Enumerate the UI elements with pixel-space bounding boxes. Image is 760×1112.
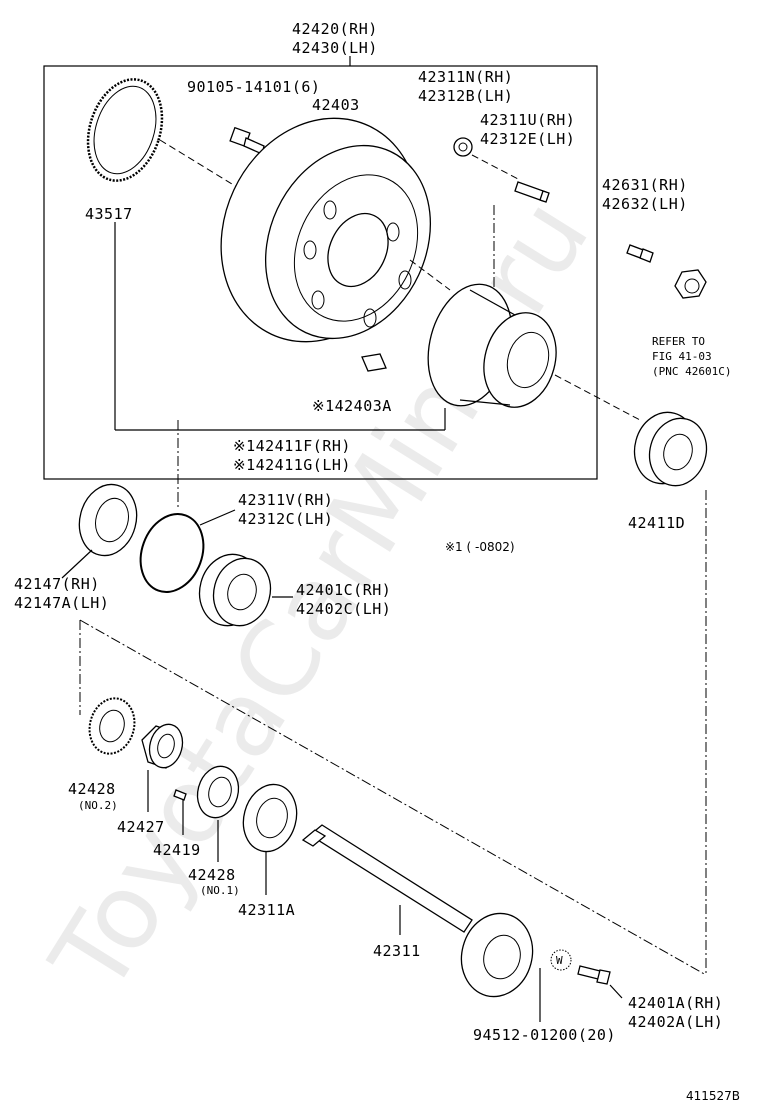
label-assy-lh: 42430(LH) xyxy=(292,39,378,57)
bearing-42411d xyxy=(633,411,708,487)
label-axle-lh: 42402A(LH) xyxy=(628,1013,723,1031)
label-note: ※1 ( -0802) xyxy=(445,540,515,554)
drum-bolt xyxy=(229,126,265,155)
label-shaft-bolt: 94512-01200(20) xyxy=(473,1026,616,1044)
label-plug: ※142403A xyxy=(312,397,392,415)
label-bearing-lh: 42402C(LH) xyxy=(296,600,391,618)
label-washer-no1: (NO.1) xyxy=(200,884,240,897)
label-ring-lh: 42312C(LH) xyxy=(238,510,333,528)
label-seal-lh: 42147A(LH) xyxy=(14,594,109,612)
axle-shaft-42311 xyxy=(301,824,534,998)
label-nut-lh: 42312B(LH) xyxy=(418,87,513,105)
washer-w-symbol: W xyxy=(550,949,572,971)
ring-42311v xyxy=(139,513,205,593)
label-hub-rh: ※142411F(RH) xyxy=(233,437,351,455)
label-washer: 42428 xyxy=(188,866,236,884)
screw-42419 xyxy=(173,789,187,801)
lock-nut-42427 xyxy=(141,723,184,769)
label-screw: 42419 xyxy=(153,841,201,859)
label-drum: 42403 xyxy=(312,96,360,114)
brake-drum-42403 xyxy=(220,117,432,343)
washer-no1 xyxy=(196,765,240,819)
axle-bolt xyxy=(577,965,611,985)
hub-bolt-42631 xyxy=(626,244,654,263)
hub-bolt-nut xyxy=(674,269,707,299)
washer-w-text: W xyxy=(556,954,563,967)
lock-washer-no2 xyxy=(88,697,136,755)
plug-42403a xyxy=(361,353,387,372)
assembly-frame xyxy=(43,65,598,480)
hub-nut xyxy=(453,137,473,157)
label-assy-rh: 42420(RH) xyxy=(292,20,378,38)
label-oil-seal: 42311A xyxy=(238,901,295,919)
label-shaft: 42311 xyxy=(373,942,421,960)
label-seal-rh: 42147(RH) xyxy=(14,575,100,593)
label-nut-42427: 42427 xyxy=(117,818,165,836)
diagram-id: 411527B xyxy=(686,1089,740,1103)
axle-hub xyxy=(427,283,557,408)
label-refer-2: FIG 41-03 xyxy=(652,350,712,363)
bearing-42401c xyxy=(198,553,272,627)
oil-seal-42311a xyxy=(242,783,298,853)
label-stud-rh: 42311U(RH) xyxy=(480,111,575,129)
label-hub-bolt-rh: 42631(RH) xyxy=(602,176,688,194)
label-bearing-outer: 42411D xyxy=(628,514,685,532)
hub-stud xyxy=(514,181,550,203)
sensor-rotor-43517 xyxy=(86,78,164,182)
label-nut-rh: 42311N(RH) xyxy=(418,68,513,86)
label-lock-washer-no2: (NO.2) xyxy=(78,799,118,812)
label-stud-lh: 42312E(LH) xyxy=(480,130,575,148)
label-refer-3: (PNC 42601C) xyxy=(652,365,731,378)
label-axle-rh: 42401A(RH) xyxy=(628,994,723,1012)
label-lock-washer: 42428 xyxy=(68,780,116,798)
oil-seal-42147 xyxy=(78,483,138,557)
label-hub-lh: ※142411G(LH) xyxy=(233,456,351,474)
label-sensor-rotor: 43517 xyxy=(85,205,133,223)
label-bolt-drum: 90105-14101(6) xyxy=(187,78,320,96)
label-ring-rh: 42311V(RH) xyxy=(238,491,333,509)
label-refer-1: REFER TO xyxy=(652,335,705,348)
label-hub-bolt-lh: 42632(LH) xyxy=(602,195,688,213)
label-bearing-rh: 42401C(RH) xyxy=(296,581,391,599)
